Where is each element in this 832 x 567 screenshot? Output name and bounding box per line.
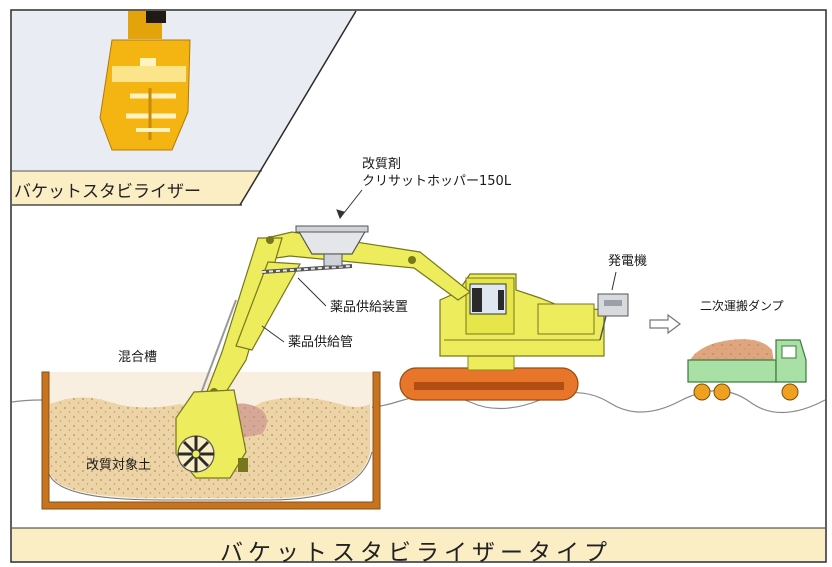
label-generator: 発電機	[608, 254, 648, 269]
label-supply-pipe: 薬品供給管	[288, 335, 354, 350]
leader-lines	[261, 189, 617, 343]
inset-photo	[12, 10, 357, 206]
excavator-body	[439, 273, 605, 357]
bucket-photo-icon	[99, 11, 191, 151]
dump-truck	[687, 339, 807, 401]
footer-title: バケットスタビライザータイプ	[220, 540, 612, 566]
inset-caption: バケットスタビライザー	[14, 182, 201, 202]
label-mixing-tank: 混合槽	[118, 350, 158, 365]
label-supply-device: 薬品供給装置	[330, 300, 409, 315]
generator	[597, 293, 629, 341]
label-agent: 改質剤	[362, 157, 402, 172]
label-dump-truck: 二次運搬ダンプ	[700, 299, 784, 313]
arrow-right-icon	[649, 313, 681, 335]
crawler-track	[399, 355, 579, 401]
outer-frame	[10, 9, 827, 563]
label-hopper: クリサットホッパー150L	[362, 174, 512, 189]
label-target-soil: 改質対象土	[86, 458, 152, 473]
mixing-tank	[41, 371, 381, 510]
hopper	[295, 225, 369, 267]
footer-band	[12, 528, 825, 561]
bucket-stabilizer	[175, 389, 248, 479]
